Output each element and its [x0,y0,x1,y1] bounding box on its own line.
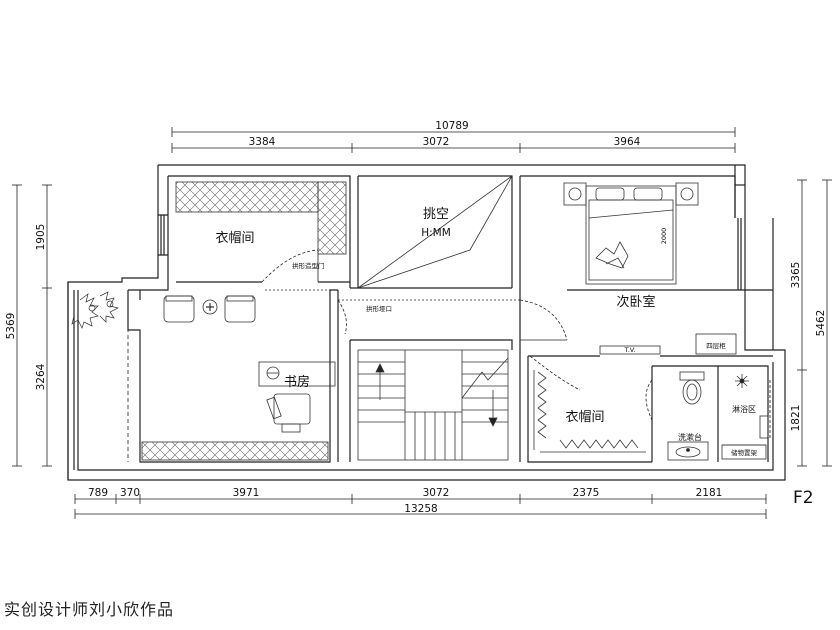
dim-bottom-6: 2181 [696,487,723,499]
dimension-labels: 10789 3384 3072 3964 789 370 3971 3072 2… [5,120,827,515]
dim-bottom-4: 3072 [423,487,450,499]
dim-bottom-1: 789 [88,487,108,499]
dim-top-total: 10789 [435,120,468,132]
tv-cabinet: T.V. [599,345,661,355]
dim-bottom-5: 2375 [573,487,600,499]
void-height-label: H:MM [421,227,451,239]
toilet [679,371,705,405]
four-door-cabinet-label: 四层柜 [706,341,726,350]
room-label-second-bedroom: 次卧室 [616,294,655,310]
room-label-closet-bottom: 衣帽间 [565,409,604,425]
bed [563,182,699,285]
dim-right-inner-1: 3365 [790,262,802,289]
walls [67,164,786,481]
dim-top-1: 3384 [249,136,276,148]
room-label-closet-top: 衣帽间 [215,230,254,246]
room-label-shower: 淋浴区 [732,404,756,414]
balcony-plants [71,291,120,329]
room-labels: 衣帽间 挑空 H:MM 次卧室 书房 衣帽间 淋浴区 洗漱台 [215,207,756,442]
dim-bottom-2: 370 [120,487,140,499]
dim-top-2: 3072 [423,136,450,148]
credit-text: 实创设计师刘小欣作品 [4,600,175,619]
void-symbol [357,175,513,289]
dimension-lines [12,127,832,519]
room-label-study: 书房 [284,374,310,390]
dim-right-inner-2: 1821 [790,405,802,432]
dim-top-3: 3964 [614,136,641,148]
dim-right-outer: 5462 [815,310,827,337]
four-door-cabinet [695,333,737,355]
room-label-void: 挑空 [423,207,449,222]
arch-door-label: 拱形造型门 [292,261,325,270]
closet-hangers [533,370,646,453]
doors [127,249,771,462]
shower [721,374,769,460]
floor-label: F2 [793,488,814,508]
storage-shelf-label: 储物置架 [731,448,758,457]
bed-size-label: 2000 [660,228,668,245]
dim-left-inner-2: 3264 [35,363,47,390]
dim-left-outer: 5369 [5,313,17,340]
room-label-washbasin: 洗漱台 [678,432,702,442]
washbasin-fixture [667,441,709,461]
dim-left-inner-1: 1905 [35,224,47,251]
annotation-labels: 拱形造型门 拱形垭口 四层柜 储物置架 2000 [292,228,758,457]
dim-bottom-3: 3971 [233,487,260,499]
dim-bottom-total: 13258 [404,503,437,515]
study-furniture [163,295,336,433]
study-cabinet [141,441,329,461]
wardrobe-top [175,181,347,255]
arch-opening-label: 拱形垭口 [366,304,392,313]
tv-label: T.V. [624,346,636,354]
staircase [357,349,509,461]
